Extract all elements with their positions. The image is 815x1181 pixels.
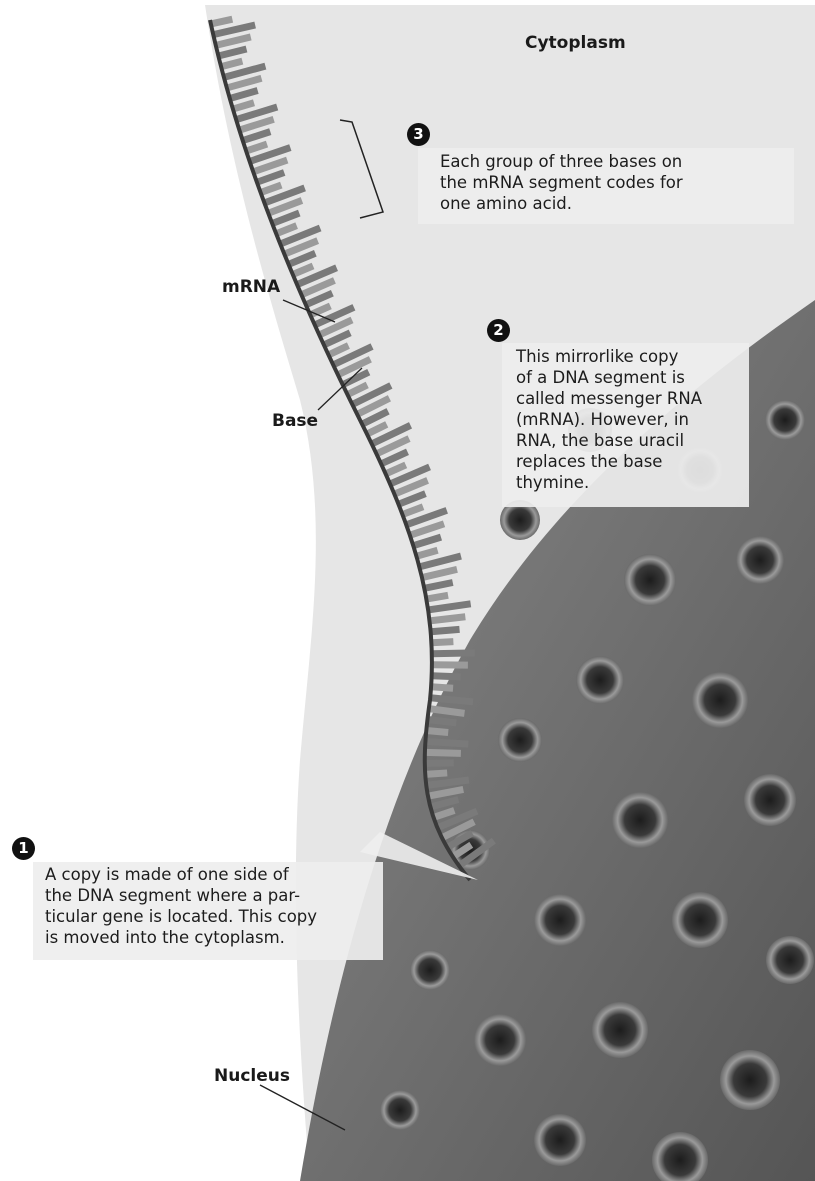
nuclear-pore <box>410 950 450 990</box>
mrna-base <box>425 741 468 744</box>
nuclear-pore <box>692 672 748 728</box>
mrna-base <box>425 773 447 774</box>
mrna-label: mRNA <box>222 277 280 297</box>
mrna-base <box>431 629 460 631</box>
step-1-callout: A copy is made of one side of the DNA se… <box>33 862 383 960</box>
base-label: Base <box>272 411 318 431</box>
nuclear-pore <box>380 1090 420 1130</box>
cytoplasm-label: Cytoplasm <box>525 33 626 53</box>
step-2-text: This mirrorlike copy of a DNA segment is… <box>516 346 741 493</box>
mrna-base <box>427 720 456 723</box>
nuclear-pore <box>498 718 542 762</box>
mrna-base <box>430 698 473 702</box>
nuclear-pore <box>474 1014 526 1066</box>
nuclear-pore <box>736 536 784 584</box>
nuclear-pore <box>765 400 805 440</box>
mrna-base <box>431 642 453 643</box>
mrna-base <box>425 752 461 753</box>
nuclear-pore <box>624 554 676 606</box>
mrna-base <box>432 676 461 677</box>
nuclear-pore <box>720 1050 780 1110</box>
mrna-base <box>426 595 448 599</box>
step-2-number: 2 <box>487 319 510 342</box>
mrna-base <box>429 709 465 714</box>
step-3-text: Each group of three bases on the mRNA se… <box>440 151 786 214</box>
nuclear-pore <box>744 774 796 826</box>
nuclear-pore <box>612 792 668 848</box>
step-1-number: 1 <box>12 837 35 860</box>
mrna-base <box>211 19 232 24</box>
nuclear-pore <box>672 892 728 948</box>
step-3-number: 3 <box>407 123 430 146</box>
mrna-base <box>426 730 448 732</box>
mrna-base <box>431 687 453 688</box>
mrna-base <box>432 653 475 654</box>
nuclear-pore <box>766 936 814 984</box>
step-3-callout: Each group of three bases on the mRNA se… <box>418 148 794 224</box>
step-2-callout: This mirrorlike copy of a DNA segment is… <box>502 343 749 507</box>
nuclear-pore <box>576 656 624 704</box>
nucleus-label: Nucleus <box>214 1066 290 1086</box>
nuclear-pore <box>592 1002 648 1058</box>
nuclear-pore <box>534 1114 586 1166</box>
nuclear-pore <box>534 894 586 946</box>
mrna-base <box>430 617 466 621</box>
step-1-text: A copy is made of one side of the DNA se… <box>45 864 375 948</box>
